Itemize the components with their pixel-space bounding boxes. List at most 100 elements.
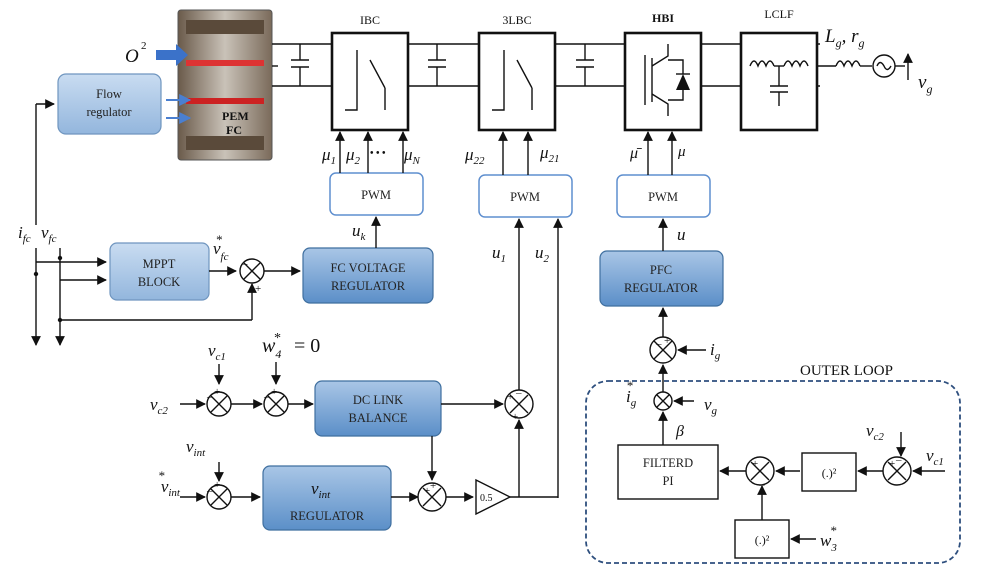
svg-text:+: + (214, 386, 220, 398)
vfc-star-label: vfc* (213, 232, 229, 263)
w4-equals-zero: = 0 (294, 335, 320, 357)
filterd-pi-block (617, 444, 719, 500)
3lbc-converter (477, 31, 557, 132)
vfc-label: vfc (41, 223, 57, 245)
sum-junction-ig (649, 336, 677, 364)
vint-label: vint (186, 437, 206, 459)
ig-label: ig (710, 340, 721, 362)
vint-regulator-symbol: vint (311, 479, 331, 501)
hbi-inverter (623, 31, 703, 132)
uk-label: uk (352, 221, 367, 243)
pwm-ibc-label: PWM (361, 188, 391, 202)
sign-labels: ––+ –+ –+ ++ +–+ –+ +– +– (206, 258, 902, 497)
filterd-pi-label-2: PI (662, 474, 673, 488)
u2-label: u2 (535, 243, 550, 265)
ifc-label: ifc (18, 223, 31, 245)
svg-text:+: + (512, 411, 518, 423)
mu1-label: μ1 (321, 145, 336, 167)
u1-label: u1 (492, 243, 506, 265)
svg-text:+: + (507, 391, 513, 403)
mppt-label-1: MPPT (143, 257, 176, 271)
svg-text:–: – (241, 258, 248, 270)
sum-junction-vc-outer (882, 456, 912, 486)
sum-junction-vint (206, 484, 232, 510)
svg-text:+: + (255, 283, 261, 295)
pem-fc-stack-image: PEM FC (177, 9, 273, 161)
multiplier-vg (653, 391, 673, 411)
gain-block (475, 478, 512, 516)
svg-text:–: – (206, 485, 213, 497)
pwm-ibc-block (329, 172, 424, 216)
mu21-label: μ21 (539, 143, 560, 165)
grid-inductor-icon (835, 60, 861, 68)
vg-label: vg (704, 395, 718, 417)
lg-rg-label: Lg, rg (824, 26, 864, 50)
mu-label: μ (677, 144, 686, 160)
svg-text:+: + (424, 485, 430, 497)
pfc-regulator-label-2: REGULATOR (624, 281, 699, 295)
mu22-label: μ22 (464, 145, 485, 167)
vint-regulator-label: REGULATOR (290, 509, 365, 523)
svg-text:–: – (895, 454, 902, 466)
pwm-3lbc-block (478, 174, 573, 218)
vint-regulator-block (262, 465, 392, 531)
outer-loop-box (585, 380, 961, 564)
flow-regulator-block (57, 73, 162, 135)
square-label-top: (.)² (822, 466, 837, 480)
pfc-regulator-label-1: PFC (650, 263, 672, 277)
lcl-filter-icon (749, 60, 809, 106)
mu2-label: μ2 (345, 145, 361, 167)
ibc-converter (330, 31, 410, 132)
sum-junction-vc (206, 391, 232, 417)
mu-dots: • • • (370, 148, 386, 159)
o2-arrow-icon (156, 44, 188, 66)
flow-regulator-label-2: regulator (86, 105, 132, 119)
lclf-title: LCLF (764, 7, 794, 21)
mppt-block (109, 242, 210, 301)
mppt-label-2: BLOCK (138, 275, 180, 289)
pwm-3lbc-label: PWM (510, 190, 540, 204)
svg-text:–: – (758, 479, 765, 491)
sum-junction-fc (239, 258, 265, 284)
svg-text:–: – (263, 391, 270, 403)
dc-capacitors (291, 44, 594, 86)
svg-text:+: + (430, 480, 436, 492)
ig-star-label: ig* (626, 378, 637, 409)
svg-text:+: + (214, 479, 220, 491)
o2-sup: 2 (141, 40, 147, 52)
pem-fc-label-1: PEM (222, 109, 249, 123)
beta-label: β (675, 423, 684, 440)
hbi-title: HBI (652, 11, 674, 25)
w3-label: w3* (820, 523, 837, 554)
vc1-label: vc1 (208, 341, 226, 363)
pwm-hbi-block (616, 174, 711, 218)
svg-text:+: + (889, 458, 895, 470)
ibc-title: IBC (360, 13, 380, 27)
vc2-outer-label: vc2 (866, 421, 884, 443)
dc-link-balance-label-1: DC LINK (353, 393, 403, 407)
gain-label: 0.5 (480, 493, 493, 504)
fc-voltage-regulator-label-2: REGULATOR (331, 279, 406, 293)
fc-voltage-regulator-block (302, 247, 434, 304)
mubar-label: μ̄ (629, 145, 642, 162)
svg-text:–: – (206, 391, 213, 403)
pwm-hbi-label: PWM (648, 190, 678, 204)
svg-text:+: + (271, 386, 277, 398)
svg-text:+: + (664, 335, 670, 347)
w4-label: w4* (262, 331, 281, 361)
vint-star-label: vint* (158, 468, 181, 499)
o2-label: O (125, 46, 139, 67)
vc2-label: vc2 (150, 395, 168, 417)
square-block-top (801, 452, 857, 492)
svg-text:–: – (515, 387, 522, 399)
pem-fc-label-2: FC (226, 123, 242, 137)
square-label-bottom: (.)² (755, 533, 770, 547)
muN-label: μN (403, 145, 421, 167)
vc1-outer-label: vc1 (926, 446, 944, 468)
filterd-pi-label-1: FILTERD (643, 456, 693, 470)
pfc-regulator-block (599, 250, 724, 307)
svg-text:–: – (655, 338, 662, 350)
dc-link-balance-block (314, 380, 442, 437)
dc-link-balance-label-2: BALANCE (348, 411, 407, 425)
